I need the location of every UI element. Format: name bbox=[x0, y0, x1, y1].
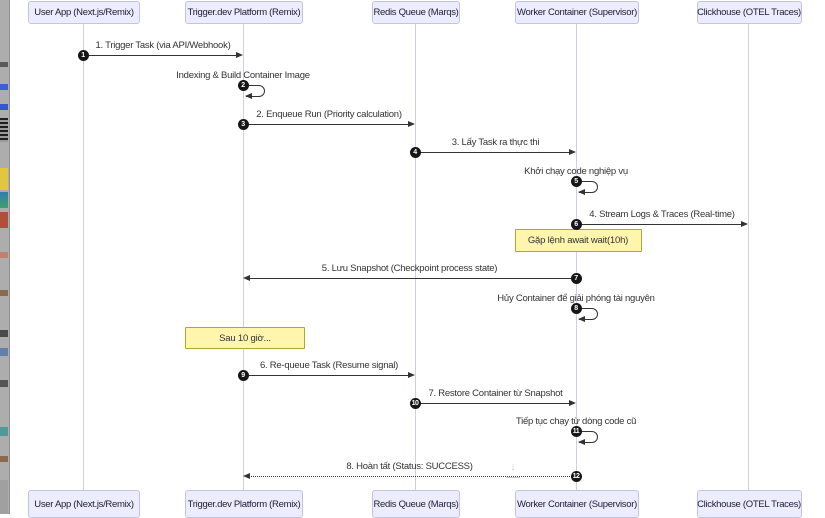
arrowhead-icon bbox=[243, 274, 250, 281]
arrowhead-icon bbox=[741, 220, 748, 227]
message-label: 8. Hoàn tất (Status: SUCCESS) bbox=[346, 461, 473, 472]
sliver-fragment bbox=[0, 104, 8, 110]
sliver-fragment bbox=[0, 330, 8, 337]
actor-top-worker: Worker Container (Supervisor) bbox=[515, 1, 639, 24]
sliver-fragment bbox=[0, 62, 8, 67]
sliver-fragment bbox=[0, 192, 8, 208]
message-line-4 bbox=[415, 151, 570, 153]
message-label: Tiếp tục chạy từ dòng code cũ bbox=[515, 416, 637, 427]
sequence-number-badge: 10 bbox=[409, 397, 421, 409]
note-box: Sau 10 giờ... bbox=[185, 327, 305, 349]
sliver-fragment bbox=[0, 456, 8, 462]
arrowhead-icon bbox=[569, 399, 576, 406]
download-icon[interactable]: ↓ bbox=[506, 462, 520, 478]
actor-bottom-redis: Redis Queue (Marqs) bbox=[372, 490, 460, 518]
arrowhead-icon bbox=[236, 51, 243, 58]
sequence-number-badge: 6 bbox=[570, 218, 582, 230]
message-line-10 bbox=[415, 402, 570, 404]
sliver-fragment bbox=[0, 427, 8, 436]
sliver-fragment bbox=[0, 480, 8, 514]
sequence-number-badge: 12 bbox=[570, 470, 582, 482]
background-window-sliver bbox=[0, 0, 10, 514]
arrowhead-icon bbox=[578, 438, 585, 445]
message-label: Khởi chạy code nghiệp vụ bbox=[524, 166, 628, 177]
lifeline-platform bbox=[242, 22, 244, 490]
sequence-number-badge: 3 bbox=[237, 118, 249, 130]
sliver-fragment bbox=[0, 212, 8, 228]
message-label: Indexing & Build Container Image bbox=[176, 70, 310, 81]
message-label: 3. Lấy Task ra thực thi bbox=[451, 137, 540, 148]
sequence-number-badge: 11 bbox=[570, 425, 582, 437]
message-label: 6. Re-queue Task (Resume signal) bbox=[259, 360, 399, 371]
sequence-number-badge: 8 bbox=[570, 302, 582, 314]
actor-top-clickhouse: Clickhouse (OTEL Traces) bbox=[696, 1, 802, 24]
arrowhead-icon bbox=[408, 371, 415, 378]
sequence-number-badge: 7 bbox=[570, 272, 582, 284]
self-message-loop bbox=[246, 85, 265, 97]
sequence-number-badge: 5 bbox=[570, 175, 582, 187]
arrowhead-icon bbox=[243, 472, 250, 479]
arrowhead-icon bbox=[578, 188, 585, 195]
message-line-6 bbox=[576, 223, 742, 225]
message-line-1 bbox=[83, 54, 237, 56]
sequence-number-badge: 9 bbox=[237, 369, 249, 381]
message-line-12 bbox=[249, 475, 576, 477]
message-label: 7. Restore Container từ Snapshot bbox=[428, 388, 563, 399]
self-message-loop bbox=[579, 431, 598, 443]
message-label: 1. Trigger Task (via API/Webhook) bbox=[95, 40, 231, 51]
actor-top-platform: Trigger.dev Platform (Remix) bbox=[185, 1, 303, 24]
arrowhead-icon bbox=[408, 120, 415, 127]
arrowhead-icon bbox=[578, 315, 585, 322]
sliver-fragment bbox=[0, 168, 8, 190]
sliver-fragment bbox=[0, 118, 8, 142]
arrowhead-icon bbox=[569, 148, 576, 155]
message-line-3 bbox=[243, 123, 409, 125]
message-label: Hủy Container để giải phóng tài nguyên bbox=[497, 293, 655, 304]
arrowhead-icon bbox=[245, 92, 252, 99]
sliver-fragment bbox=[0, 380, 8, 387]
note-box: Gặp lệnh await wait(10h) bbox=[514, 229, 642, 252]
sliver-fragment bbox=[0, 84, 8, 90]
sequence-number-badge: 1 bbox=[77, 49, 89, 61]
lifeline-user-app bbox=[82, 22, 84, 490]
actor-top-redis: Redis Queue (Marqs) bbox=[372, 1, 460, 24]
message-line-7 bbox=[249, 277, 576, 279]
lifeline-redis bbox=[414, 22, 416, 490]
sequence-number-badge: 4 bbox=[409, 146, 421, 158]
lifeline-worker bbox=[575, 22, 577, 490]
actor-bottom-user-app: User App (Next.js/Remix) bbox=[28, 490, 140, 518]
sliver-fragment bbox=[0, 252, 8, 258]
self-message-loop bbox=[579, 308, 598, 320]
sliver-fragment bbox=[0, 290, 8, 296]
actor-top-user-app: User App (Next.js/Remix) bbox=[28, 1, 140, 24]
sequence-number-badge: 2 bbox=[237, 79, 249, 91]
message-label: 2. Enqueue Run (Priority calculation) bbox=[256, 109, 402, 120]
message-line-9 bbox=[243, 374, 409, 376]
lifeline-clickhouse bbox=[747, 22, 749, 490]
sliver-fragment bbox=[0, 348, 8, 356]
message-label: 4. Stream Logs & Traces (Real-time) bbox=[589, 209, 735, 220]
self-message-loop bbox=[579, 181, 598, 193]
message-label: 5. Lưu Snapshot (Checkpoint process stat… bbox=[321, 263, 498, 274]
